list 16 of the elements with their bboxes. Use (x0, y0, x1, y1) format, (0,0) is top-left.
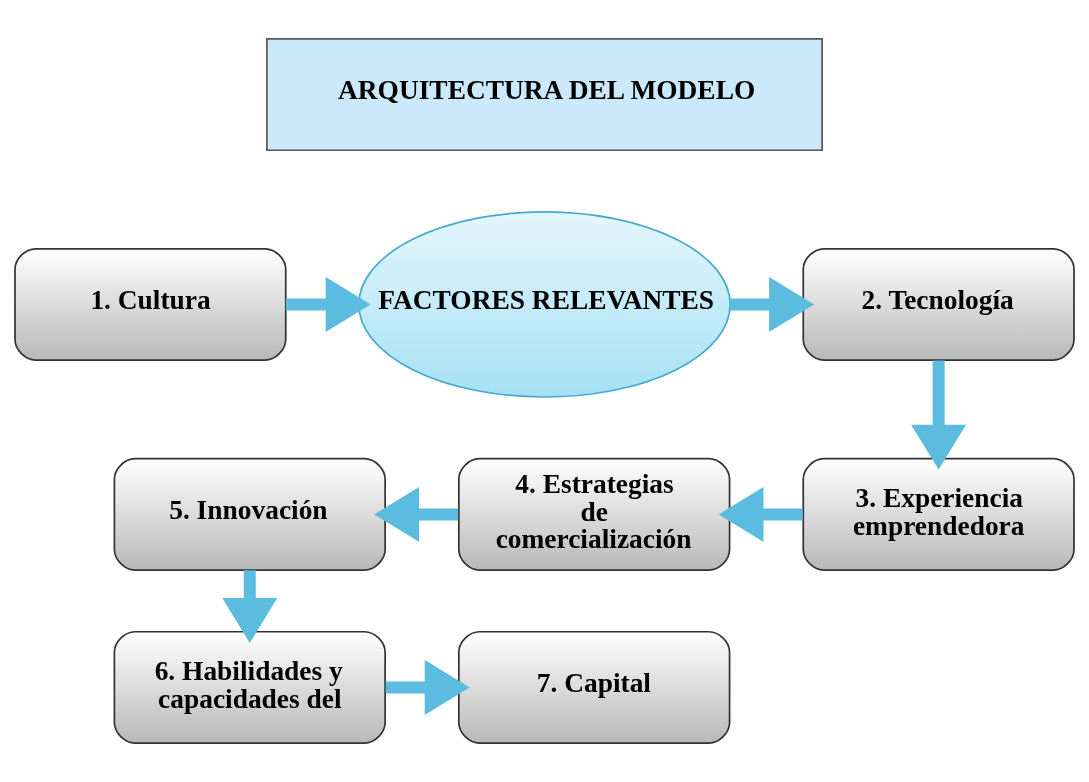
node-box: 3. Experiencia emprendedora (802, 457, 1075, 571)
arrow (718, 486, 803, 542)
arrow (222, 570, 278, 643)
node-ellipse: FACTORES RELEVANTES (357, 211, 732, 398)
arrow (385, 659, 470, 715)
node-box: 6. Habilidades y capacidades del (113, 630, 386, 744)
node-box: 7. Capital (457, 630, 731, 744)
arrow (285, 276, 371, 332)
node-box: 5. Innovación (113, 457, 386, 571)
node-box: 4. Estrategias de comercialización (457, 457, 731, 571)
node-box: ARQUITECTURA DEL MODELO (266, 38, 823, 152)
node-box: 2. Tecnología (802, 247, 1075, 361)
node-box: 1. Cultura (14, 247, 287, 361)
arrow (911, 360, 967, 470)
arrow (374, 486, 459, 542)
arrow (730, 276, 814, 332)
